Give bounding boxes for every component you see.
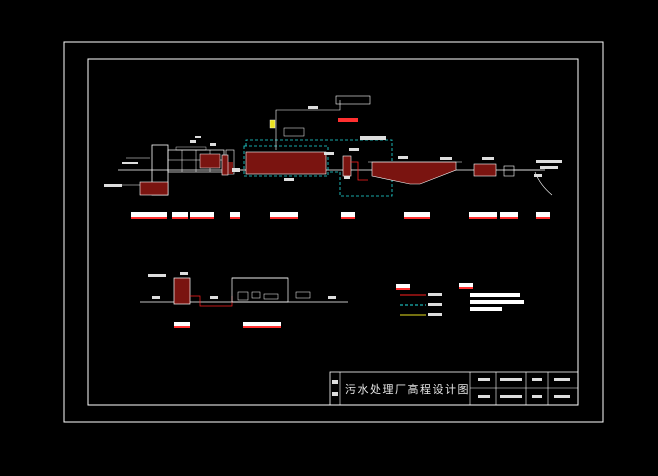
elevation-marks — [122, 118, 386, 179]
title-block: 污水处理厂高程设计图 — [329, 371, 579, 406]
unit-labels-row — [131, 212, 550, 219]
main-elevation-profile — [104, 95, 562, 197]
aeration-tank — [232, 145, 329, 181]
sludge-elevation-profile — [140, 272, 348, 328]
legend — [396, 283, 524, 316]
secondary-clarifier — [368, 156, 462, 185]
drawing-title: 污水处理厂高程设计图 — [345, 382, 470, 396]
outlet-structures — [473, 157, 562, 196]
pump-house — [167, 140, 235, 175]
blower-line — [269, 95, 371, 150]
dewatering-house — [231, 277, 289, 303]
inner-frame — [87, 58, 579, 406]
grit-chamber — [221, 154, 229, 176]
outer-frame — [63, 41, 604, 423]
inlet-well — [104, 144, 169, 196]
notes-block — [470, 293, 520, 297]
return-sludge-line — [245, 139, 393, 162]
distribution-well — [342, 148, 368, 181]
sludge-thickener — [173, 277, 191, 305]
